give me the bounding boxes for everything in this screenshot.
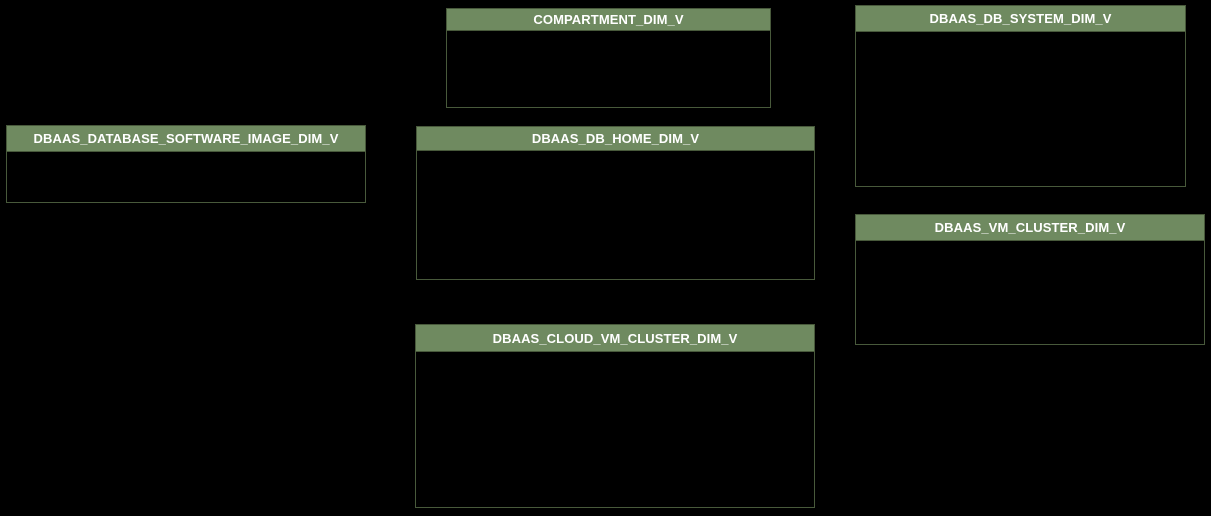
entity-box-dbaas-vm-cluster-dim-v[interactable]: DBAAS_VM_CLUSTER_DIM_V (855, 214, 1205, 345)
entity-header[interactable]: DBAAS_DB_HOME_DIM_V (417, 127, 814, 151)
entity-title: DBAAS_CLOUD_VM_CLUSTER_DIM_V (492, 330, 738, 346)
entity-title: DBAAS_DATABASE_SOFTWARE_IMAGE_DIM_V (33, 131, 339, 146)
entity-body (856, 32, 1185, 186)
entity-header[interactable]: DBAAS_CLOUD_VM_CLUSTER_DIM_V (416, 325, 814, 352)
entity-title: DBAAS_DB_SYSTEM_DIM_V (929, 11, 1112, 26)
entity-box-dbaas-database-software-image-dim-v[interactable]: DBAAS_DATABASE_SOFTWARE_IMAGE_DIM_V (6, 125, 366, 203)
entity-header[interactable]: DBAAS_DB_SYSTEM_DIM_V (856, 6, 1185, 32)
entity-body (447, 31, 770, 107)
entity-title: DBAAS_DB_HOME_DIM_V (531, 131, 700, 146)
entity-body (7, 152, 365, 202)
entity-box-compartment-dim-v[interactable]: COMPARTMENT_DIM_V (446, 8, 771, 108)
entity-box-dbaas-cloud-vm-cluster-dim-v[interactable]: DBAAS_CLOUD_VM_CLUSTER_DIM_V (415, 324, 815, 508)
entity-title: DBAAS_VM_CLUSTER_DIM_V (934, 220, 1126, 235)
entity-header[interactable]: DBAAS_DATABASE_SOFTWARE_IMAGE_DIM_V (7, 126, 365, 152)
entity-body (417, 151, 814, 279)
entity-body (856, 241, 1204, 344)
entity-header[interactable]: COMPARTMENT_DIM_V (447, 9, 770, 31)
entity-header[interactable]: DBAAS_VM_CLUSTER_DIM_V (856, 215, 1204, 241)
entity-box-dbaas-db-home-dim-v[interactable]: DBAAS_DB_HOME_DIM_V (416, 126, 815, 280)
entity-body (416, 352, 814, 507)
entity-title: COMPARTMENT_DIM_V (533, 12, 684, 27)
entity-box-dbaas-db-system-dim-v[interactable]: DBAAS_DB_SYSTEM_DIM_V (855, 5, 1186, 187)
